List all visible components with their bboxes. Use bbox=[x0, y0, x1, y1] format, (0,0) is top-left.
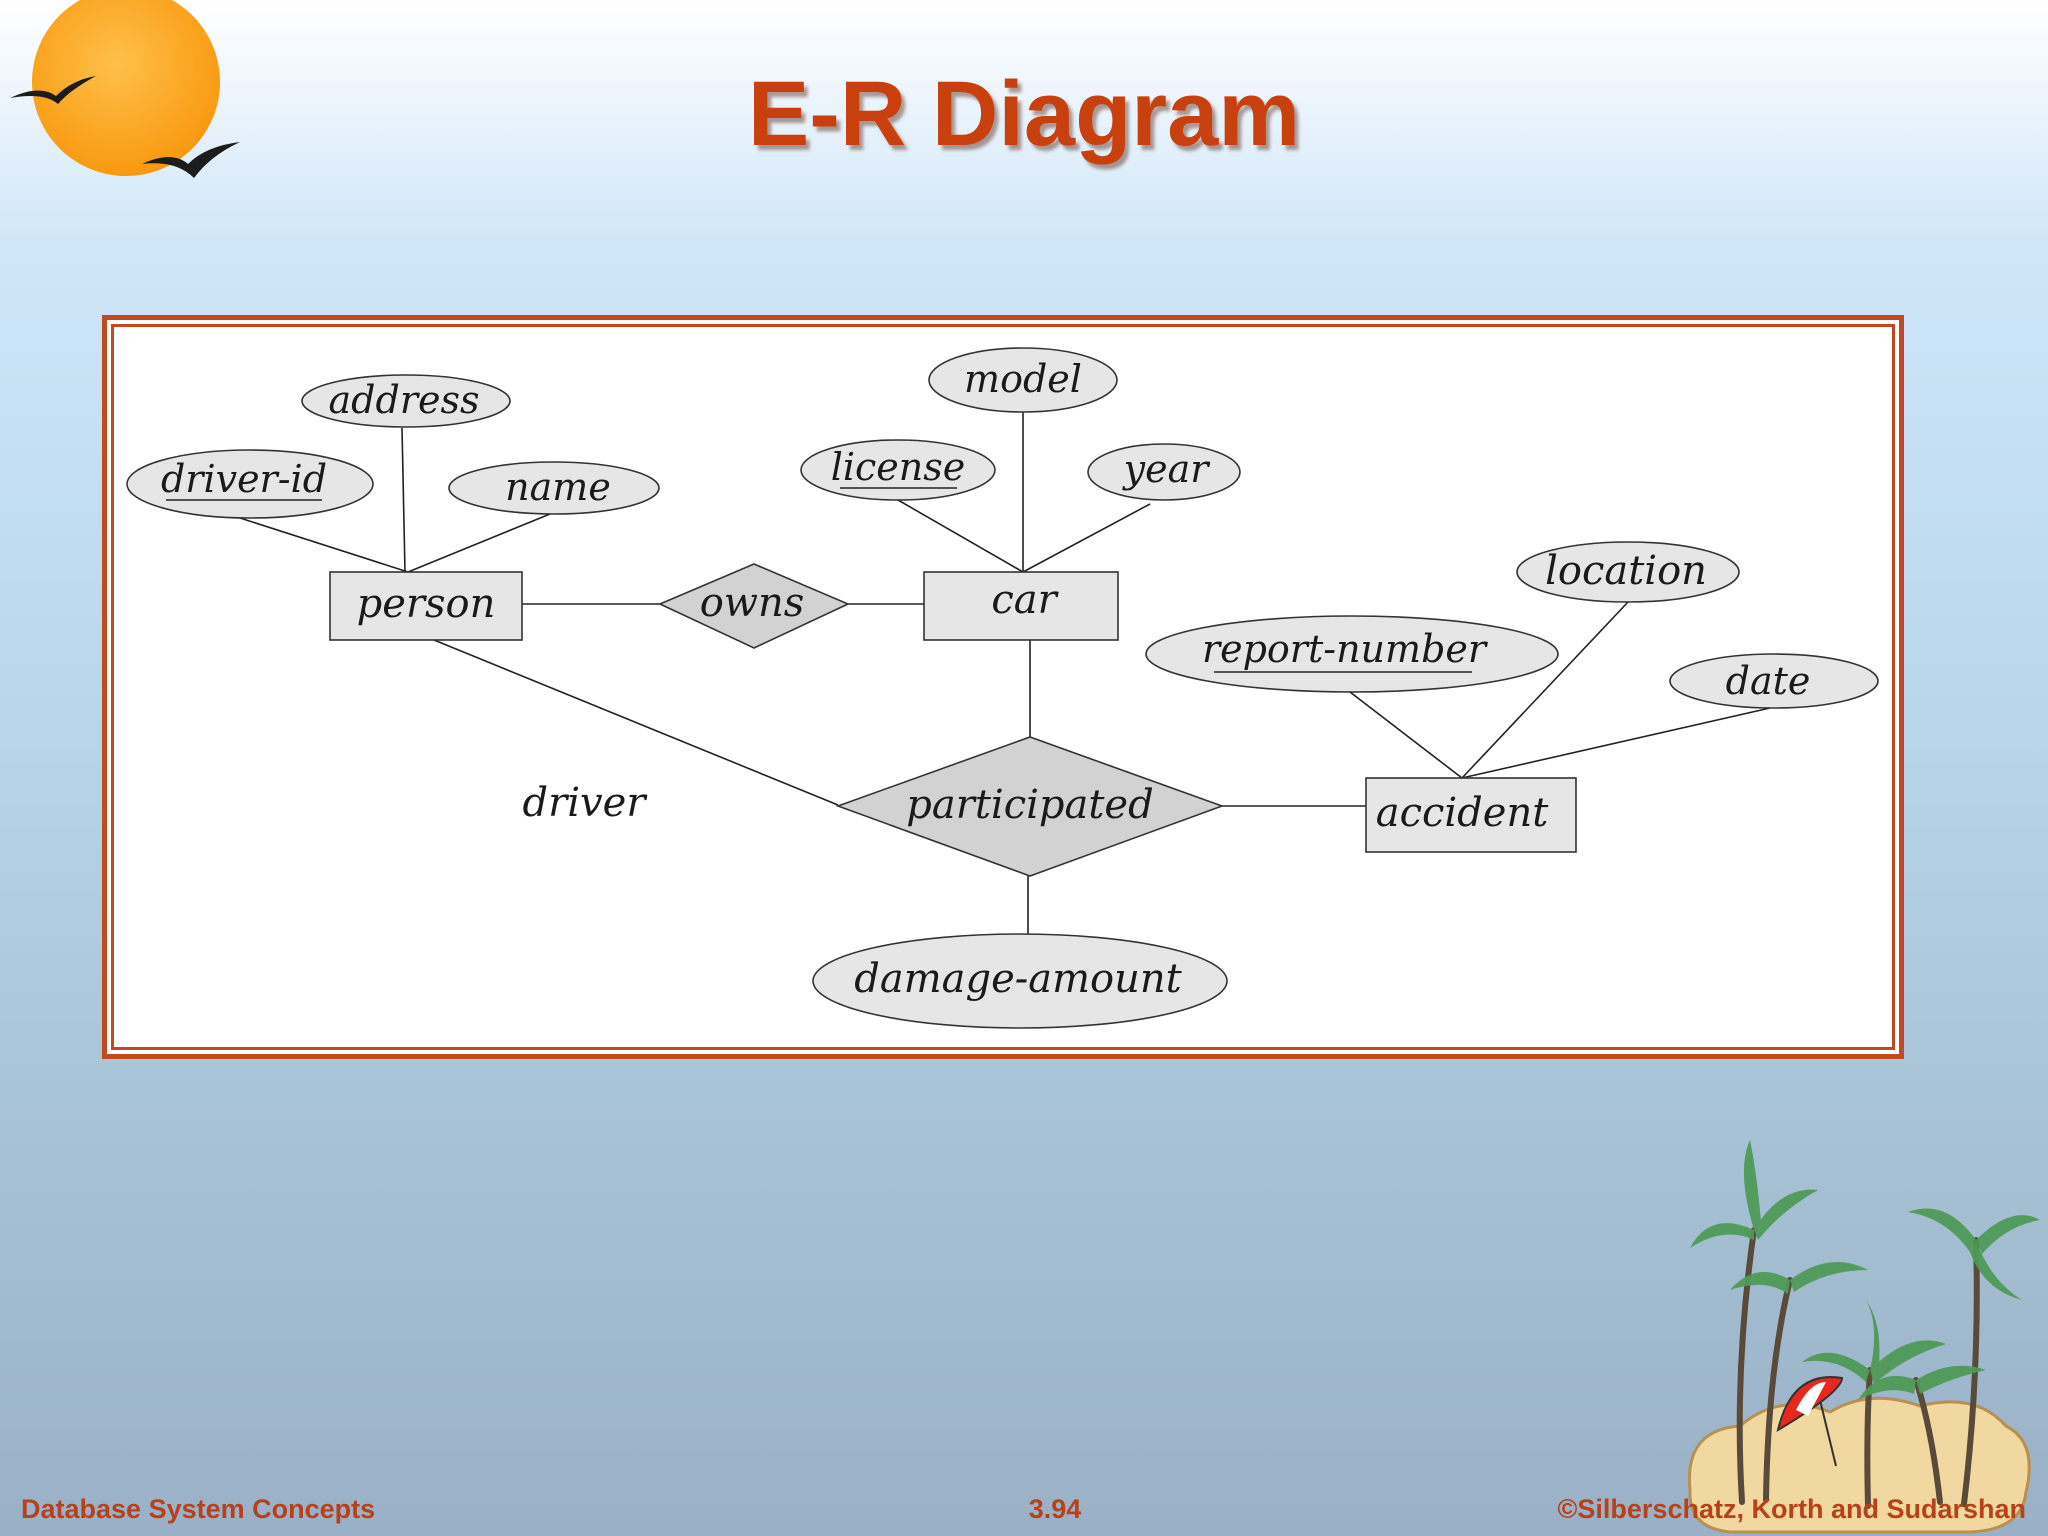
edge-person-participated bbox=[433, 639, 839, 806]
attribute-report-number bbox=[1145, 615, 1559, 693]
label-accident: accident bbox=[1376, 790, 1549, 836]
footer-course-title: Database System Concepts bbox=[21, 1494, 376, 1524]
label-address: address bbox=[329, 378, 480, 422]
slide-title: E-R Diagram bbox=[747, 63, 1301, 165]
edge-license-car bbox=[897, 499, 1024, 573]
edge-location-accident bbox=[1461, 601, 1629, 779]
footer-slide-number: 3.94 bbox=[1028, 1494, 1082, 1524]
beach-umbrella bbox=[1776, 1376, 1844, 1467]
label-model: model bbox=[964, 357, 1082, 401]
attribute-year bbox=[1087, 443, 1241, 501]
label-report-number: report-number bbox=[1202, 627, 1489, 671]
footer-copyright: ©Silberschatz, Korth and Sudarshan bbox=[1557, 1494, 2026, 1524]
label-participated: participated bbox=[906, 782, 1153, 828]
label-driver-id: driver-id bbox=[161, 457, 327, 501]
attribute-address bbox=[301, 374, 511, 428]
relationship-owns bbox=[658, 563, 850, 649]
label-name: name bbox=[505, 465, 611, 509]
relationship-participated bbox=[835, 736, 1225, 877]
label-car: car bbox=[991, 577, 1059, 623]
attribute-license bbox=[800, 439, 996, 501]
attribute-location bbox=[1516, 541, 1740, 603]
attribute-driver-id bbox=[126, 449, 374, 519]
label-year: year bbox=[1122, 447, 1212, 491]
attribute-date bbox=[1669, 653, 1879, 709]
entity-car bbox=[923, 571, 1119, 641]
edge-address-person bbox=[401, 427, 406, 573]
label-owns: owns bbox=[700, 580, 805, 626]
edge-driver-id-person bbox=[239, 517, 409, 573]
label-driver-role: driver bbox=[523, 780, 649, 826]
label-location: location bbox=[1545, 548, 1707, 594]
label-person: person bbox=[357, 581, 496, 627]
edge-name-person bbox=[407, 513, 551, 573]
edge-date-accident bbox=[1461, 707, 1771, 779]
label-damage-amount: damage-amount bbox=[854, 956, 1182, 1002]
label-license: license bbox=[831, 445, 966, 489]
attribute-damage-amount bbox=[812, 933, 1228, 1029]
entity-person bbox=[329, 571, 523, 641]
palm-island-umbrella-icon bbox=[1687, 1140, 2040, 1534]
sun-birds-logo-icon bbox=[10, 0, 240, 178]
edge-report-number-accident bbox=[1349, 691, 1463, 779]
attribute-name bbox=[448, 461, 660, 515]
attribute-model bbox=[928, 347, 1118, 413]
edge-year-car bbox=[1022, 503, 1151, 573]
entity-accident bbox=[1365, 777, 1577, 853]
label-date: date bbox=[1726, 659, 1811, 703]
